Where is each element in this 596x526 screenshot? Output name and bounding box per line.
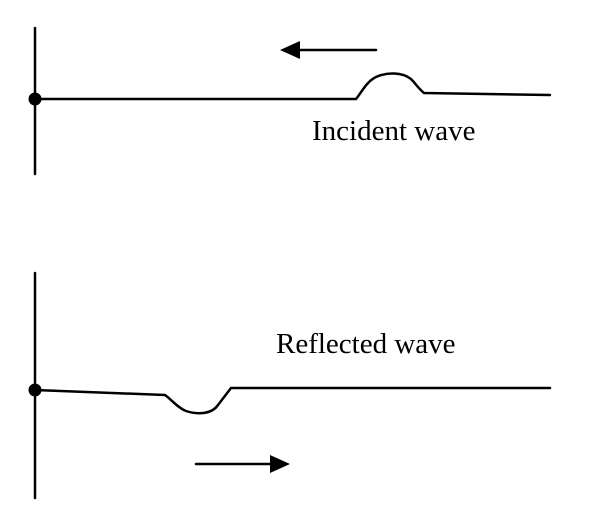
incident-wave-label: Incident wave (312, 115, 475, 147)
reflected-wave-label: Reflected wave (276, 328, 456, 360)
reflected-arrow (194, 455, 290, 473)
incident-panel: Incident wave (28, 26, 552, 176)
incident-string (33, 72, 552, 101)
reflected-panel: Reflected wave (28, 271, 552, 500)
incident-arrowhead (280, 41, 300, 59)
reflected-arrowhead (270, 455, 290, 473)
incident-arrow (280, 41, 378, 59)
reflected-string (33, 386, 552, 415)
